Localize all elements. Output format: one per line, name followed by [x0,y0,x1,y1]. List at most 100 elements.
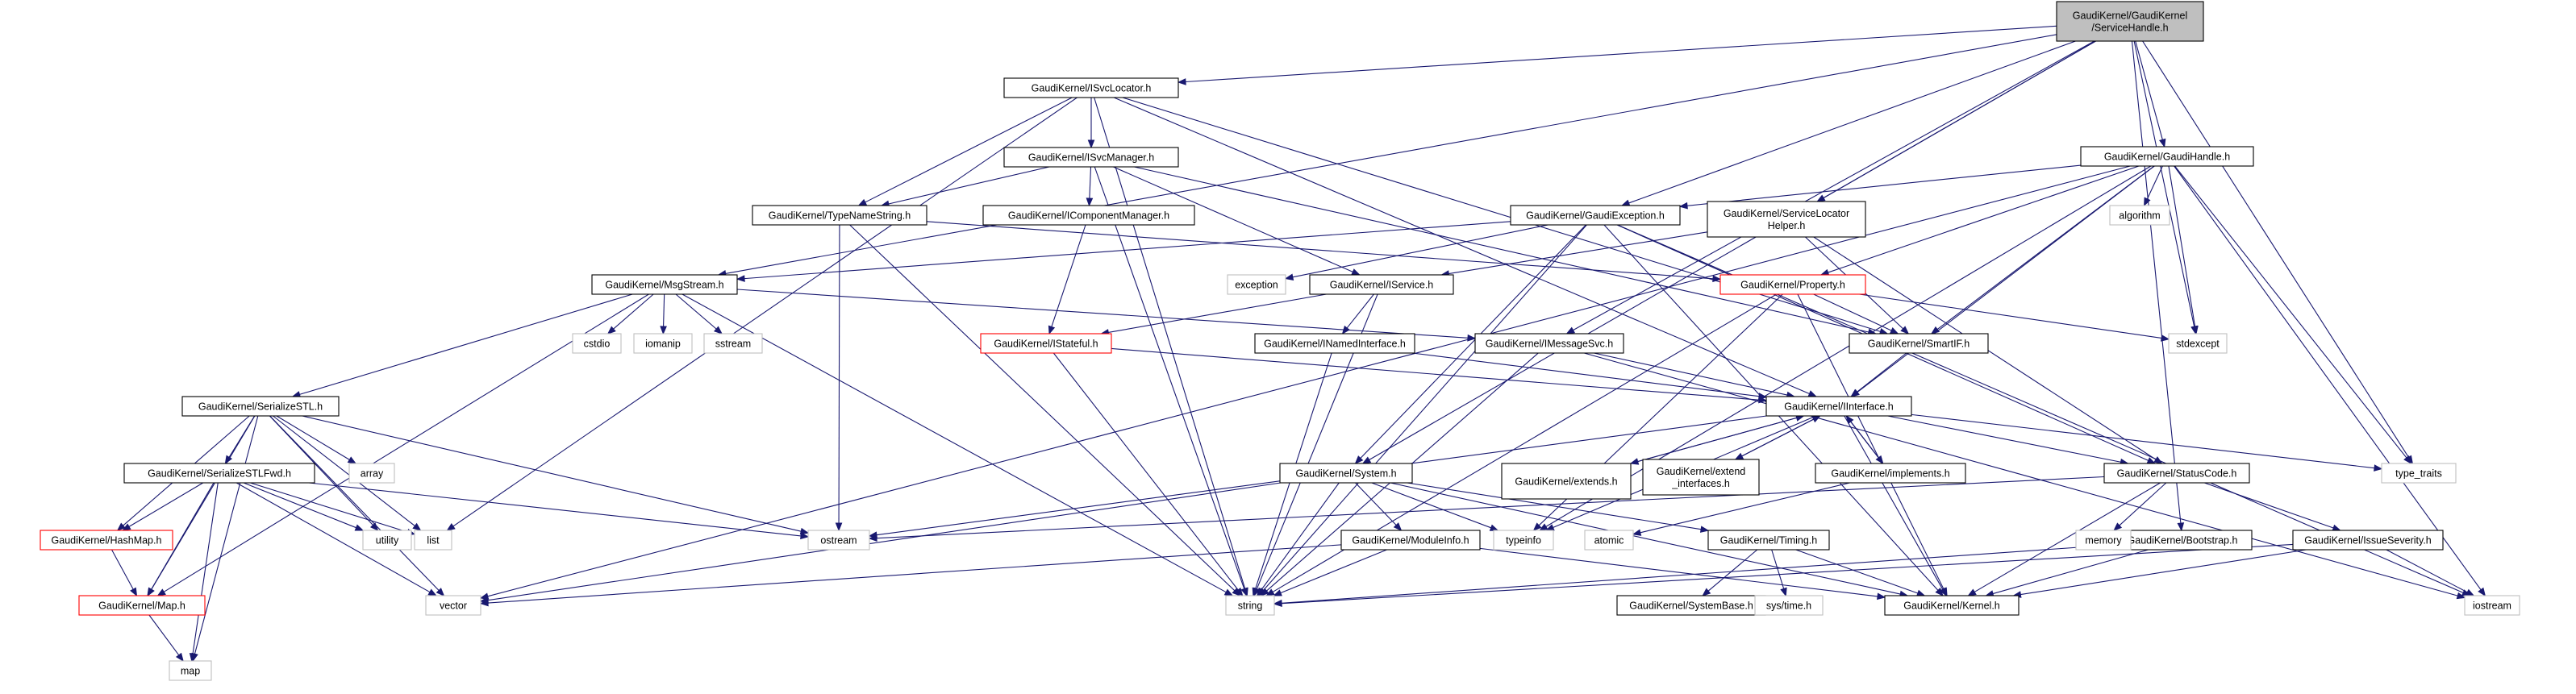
node-box [1279,463,1413,484]
node-extend_interfaces[interactable]: GaudiKernel/extend_interfaces.h [1642,459,1760,496]
node-implements[interactable]: GaudiKernel/implements.h [1815,463,1966,484]
node-label: list [427,535,440,546]
node-serializestl[interactable]: GaudiKernel/SerializeSTL.h [181,396,340,417]
edge-line [1857,165,2155,393]
edge-line [250,482,408,533]
node-extends[interactable]: GaudiKernel/extends.h [1501,463,1632,500]
node-msgstream[interactable]: GaudiKernel/MsgStream.h [591,274,738,295]
edge-line [1089,166,1092,199]
node-serializestlfwd[interactable]: GaudiKernel/SerializeSTLFwd.h [123,463,315,484]
node-box [1719,274,1866,295]
arrowhead-icon [1393,522,1403,531]
node-label: GaudiKernel/SmartIF.h [1868,339,1970,350]
node-mapk[interactable]: GaudiKernel/Map.h [78,595,206,616]
edge-line [1094,97,1246,589]
edge-system-to-vector [479,482,1282,604]
edge-timing-to-systime [1771,549,1787,597]
node-label: string [1238,600,1263,612]
node-box [2112,530,2253,551]
node-exception: exception [1227,274,1286,295]
edge-line [1795,549,1919,594]
arrowhead-icon [1620,199,1631,206]
edge-statuscode-to-issueseverity [2204,482,2342,531]
edge-istateful-to-string [1052,352,1244,597]
node-moduleinfo[interactable]: GaudiKernel/ModuleInfo.h [1340,530,1481,551]
node-iinterface[interactable]: GaudiKernel/IInterface.h [1765,396,1912,417]
node-kernel[interactable]: GaudiKernel/Kernel.h [1884,595,2020,616]
edge-line [1052,352,1239,591]
edge-line [452,97,1078,527]
edge-mapk-to-map [148,614,184,663]
node-isvclocator[interactable]: GaudiKernel/ISvcLocator.h [1003,77,1179,98]
node-box [2109,205,2170,226]
node-label: GaudiKernel/MsgStream.h [605,280,723,291]
arrowhead-icon [1240,587,1248,597]
node-gaudihandle[interactable]: GaudiKernel/GaudiHandle.h [2080,146,2254,167]
node-root[interactable]: GaudiKernel/GaudiKernel/ServiceHandle.h [2056,1,2204,42]
edge-gaudihandle-to-vector [479,165,2131,600]
node-gaudiexception[interactable]: GaudiKernel/GaudiException.h [1510,205,1681,226]
node-ostream: ostream [807,530,870,551]
node-timing[interactable]: GaudiKernel/Timing.h [1707,530,1830,551]
node-isvcmanager[interactable]: GaudiKernel/ISvcManager.h [1003,147,1179,168]
edge-line [1479,547,1878,597]
edge-system-to-typeinfo [1371,482,1499,531]
edge-typenamestring-to-property [926,221,1722,283]
edge-serializestlfwd-to-mapk [147,482,215,597]
node-imessagesvc[interactable]: GaudiKernel/IMessageSvc.h [1474,333,1624,354]
node-typenamestring[interactable]: GaudiKernel/TypeNameString.h [752,205,927,226]
edge-line [1630,417,1797,464]
edge-line [2142,40,2409,458]
node-smartif[interactable]: GaudiKernel/SmartIF.h [1849,333,1989,354]
node-label: GaudiKernel/GaudiKernel [2073,10,2187,22]
edge-statuscode-to-kernel [1967,482,2161,596]
arrowhead-icon [427,588,437,596]
edge-timing-to-kernel [1795,549,1926,596]
edge-issueseverity-to-iostream [2386,549,2475,596]
node-hashmap[interactable]: GaudiKernel/HashMap.h [40,530,173,551]
arrowhead-icon [130,587,138,597]
node-inamedinterface[interactable]: GaudiKernel/INamedInterface.h [1254,333,1415,354]
arrowhead-icon [1967,588,1977,596]
node-label: GaudiKernel/Map.h [98,600,185,612]
edge-line [1974,482,2161,592]
node-box [591,274,738,295]
edge-bootstrap-to-kernel [1985,549,2149,597]
arrowhead-icon [1177,78,1186,85]
node-box [752,205,927,226]
node-box [1754,595,1824,616]
node-label: GaudiKernel/HashMap.h [52,535,162,546]
node-systembase[interactable]: GaudiKernel/SystemBase.h [1616,595,1766,616]
node-box [2292,530,2444,551]
node-iservice[interactable]: GaudiKernel/IService.h [1309,274,1454,295]
node-box [1707,201,1866,238]
edge-line [2168,165,2196,327]
arrowhead-icon [1850,389,1860,397]
edge-line [1113,166,1353,272]
node-box [1309,274,1454,295]
node-box [2381,463,2457,484]
node-bootstrap[interactable]: GaudiKernel/Bootstrap.h [2112,530,2253,551]
node-label: GaudiKernel/IInterface.h [1784,401,1894,413]
edge-serializestl-to-list [273,415,422,531]
node-label: cstdio [584,339,611,350]
node-istateful[interactable]: GaudiKernel/IStateful.h [980,333,1112,354]
node-label: algorithm [2119,210,2160,222]
edge-inamedinterface-to-iinterface [1412,352,1768,400]
edge-line [1407,482,1702,530]
node-label: stdexcept [2176,339,2220,350]
node-label: memory [2085,535,2122,546]
node-box [414,530,452,551]
node-system[interactable]: GaudiKernel/System.h [1279,463,1413,484]
node-property[interactable]: GaudiKernel/Property.h [1719,274,1866,295]
node-icomponentmanager[interactable]: GaudiKernel/IComponentManager.h [982,205,1195,226]
node-box [2464,595,2520,616]
edge-root-to-system [1361,40,2096,464]
edge-line [163,293,649,592]
arrowhead-icon [147,587,155,597]
node-issueseverity[interactable]: GaudiKernel/IssueSeverity.h [2292,530,2444,551]
edge-root-to-stdexcept [2133,40,2198,335]
node-statuscode[interactable]: GaudiKernel/StatusCode.h [2103,463,2250,484]
node-box [1707,530,1830,551]
